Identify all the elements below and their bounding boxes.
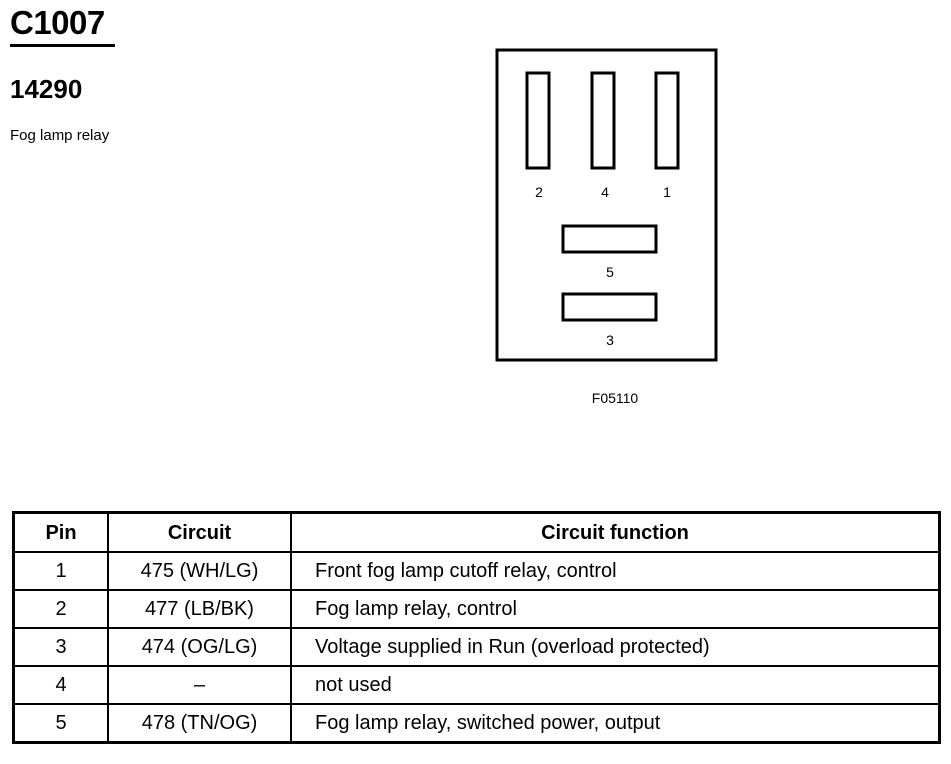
- pin-cell: 4: [12, 665, 109, 705]
- pin-label-4: 4: [601, 184, 609, 200]
- function-cell: not used: [290, 665, 941, 705]
- circuit-cell: 474 (OG/LG): [107, 627, 292, 667]
- pin-cell: 3: [12, 627, 109, 667]
- table-row: 2 477 (LB/BK) Fog lamp relay, control: [12, 589, 941, 629]
- terminal-2: [525, 71, 551, 170]
- terminal-5: [561, 224, 658, 254]
- circuit-cell: 475 (WH/LG): [107, 551, 292, 591]
- pin-cell: 1: [12, 551, 109, 591]
- circuit-cell: 478 (TN/OG): [107, 703, 292, 744]
- pin-label-2: 2: [535, 184, 543, 200]
- table-header-row: Pin Circuit Circuit function: [12, 511, 941, 553]
- pin-label-5: 5: [606, 264, 614, 280]
- function-cell: Fog lamp relay, switched power, output: [290, 703, 941, 744]
- function-cell: Voltage supplied in Run (overload protec…: [290, 627, 941, 667]
- figure-id: F05110: [591, 390, 639, 406]
- terminal-4: [590, 71, 616, 170]
- connector-id: C1007: [10, 4, 105, 41]
- table-row: 5 478 (TN/OG) Fog lamp relay, switched p…: [12, 703, 941, 744]
- terminal-1: [654, 71, 680, 170]
- part-number: 14290: [10, 74, 83, 104]
- connector-housing: [495, 48, 718, 362]
- pin-cell: 2: [12, 589, 109, 629]
- header-circuit-function: Circuit function: [290, 511, 941, 553]
- connector-id-underline: [10, 44, 115, 47]
- table-row: 3 474 (OG/LG) Voltage supplied in Run (o…: [12, 627, 941, 667]
- function-cell: Front fog lamp cutoff relay, control: [290, 551, 941, 591]
- function-cell: Fog lamp relay, control: [290, 589, 941, 629]
- pin-label-3: 3: [606, 332, 614, 348]
- table-row: 4 – not used: [12, 665, 941, 705]
- pin-cell: 5: [12, 703, 109, 744]
- terminal-3: [561, 292, 658, 322]
- header-pin: Pin: [12, 511, 109, 553]
- connector-description: Fog lamp relay: [10, 127, 110, 144]
- table-row: 1 475 (WH/LG) Front fog lamp cutoff rela…: [12, 551, 941, 591]
- header-circuit: Circuit: [107, 511, 292, 553]
- circuit-cell: 477 (LB/BK): [107, 589, 292, 629]
- pin-table: Pin Circuit Circuit function 1 475 (WH/L…: [12, 511, 941, 744]
- pin-label-1: 1: [663, 184, 671, 200]
- circuit-cell: –: [107, 665, 292, 705]
- connector-face-diagram: [495, 48, 718, 362]
